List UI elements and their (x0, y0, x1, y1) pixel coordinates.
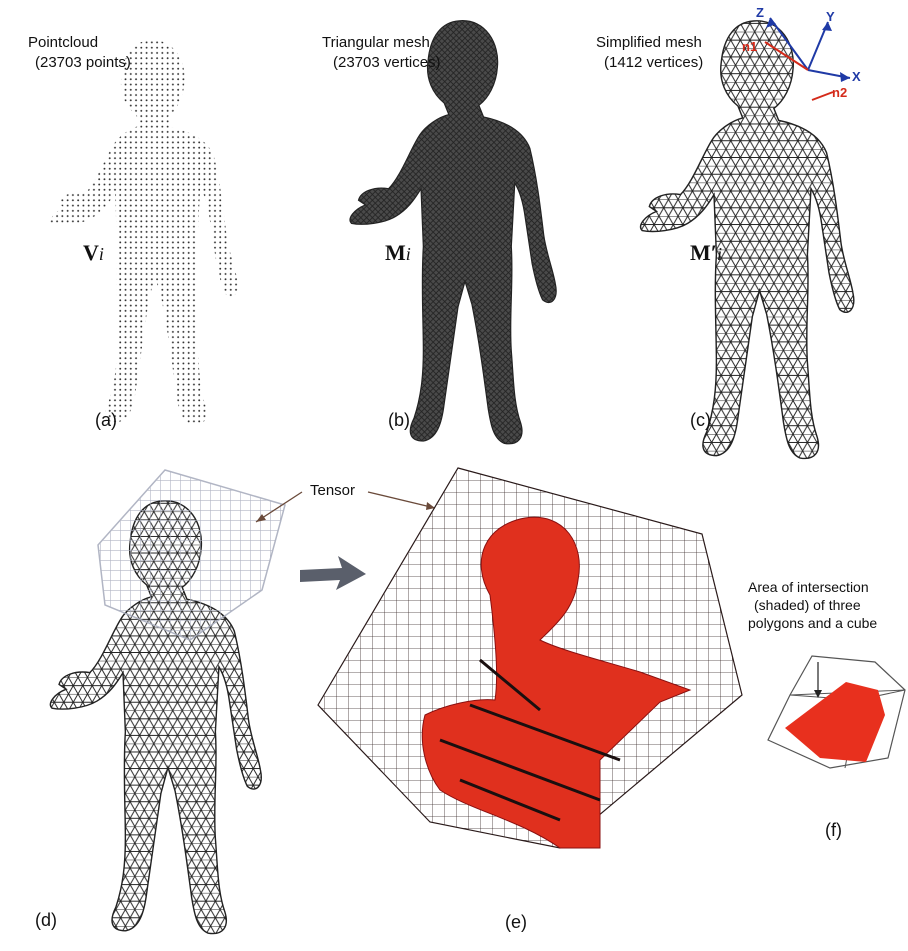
axis-y-label: Y (826, 8, 835, 26)
intersection-note-line2: (shaded) of three (754, 596, 861, 614)
simplified-mesh-title: Simplified mesh (596, 34, 702, 52)
normal-n1-label: n1 (742, 38, 757, 56)
intersection-cube-figure (768, 656, 905, 768)
caption-e: (e) (505, 912, 527, 933)
symbol-m-i: Mi (385, 240, 411, 266)
mesh-with-tensor-figure (50, 470, 285, 934)
triangular-mesh-count: (23703 vertices) (333, 54, 441, 72)
normal-n2-label: n2 (832, 84, 847, 102)
symbol-m-prime-i: M′i (690, 240, 722, 266)
pointcloud-figure (51, 40, 238, 425)
caption-d: (d) (35, 910, 57, 931)
intersection-note-line1: Area of intersection (748, 578, 869, 596)
simplified-mesh-figure (641, 21, 854, 459)
tensor-label: Tensor (310, 482, 355, 500)
symbol-v-i: Vi (83, 240, 104, 266)
tensor-intersection-figure (318, 468, 742, 848)
caption-a: (a) (95, 410, 117, 431)
intersection-note-line3: polygons and a cube (748, 614, 877, 632)
transition-arrow (300, 556, 366, 590)
pointcloud-title: Pointcloud (28, 34, 98, 52)
simplified-mesh-count: (1412 vertices) (604, 54, 703, 72)
caption-c: (c) (690, 410, 711, 431)
triangular-mesh-figure (350, 21, 556, 444)
axis-z-label: Z (756, 4, 764, 22)
caption-f: (f) (825, 820, 842, 841)
caption-b: (b) (388, 410, 410, 431)
triangular-mesh-title: Triangular mesh (322, 34, 430, 52)
pointcloud-count: (23703 points) (35, 54, 131, 72)
axis-x-label: X (852, 68, 861, 86)
